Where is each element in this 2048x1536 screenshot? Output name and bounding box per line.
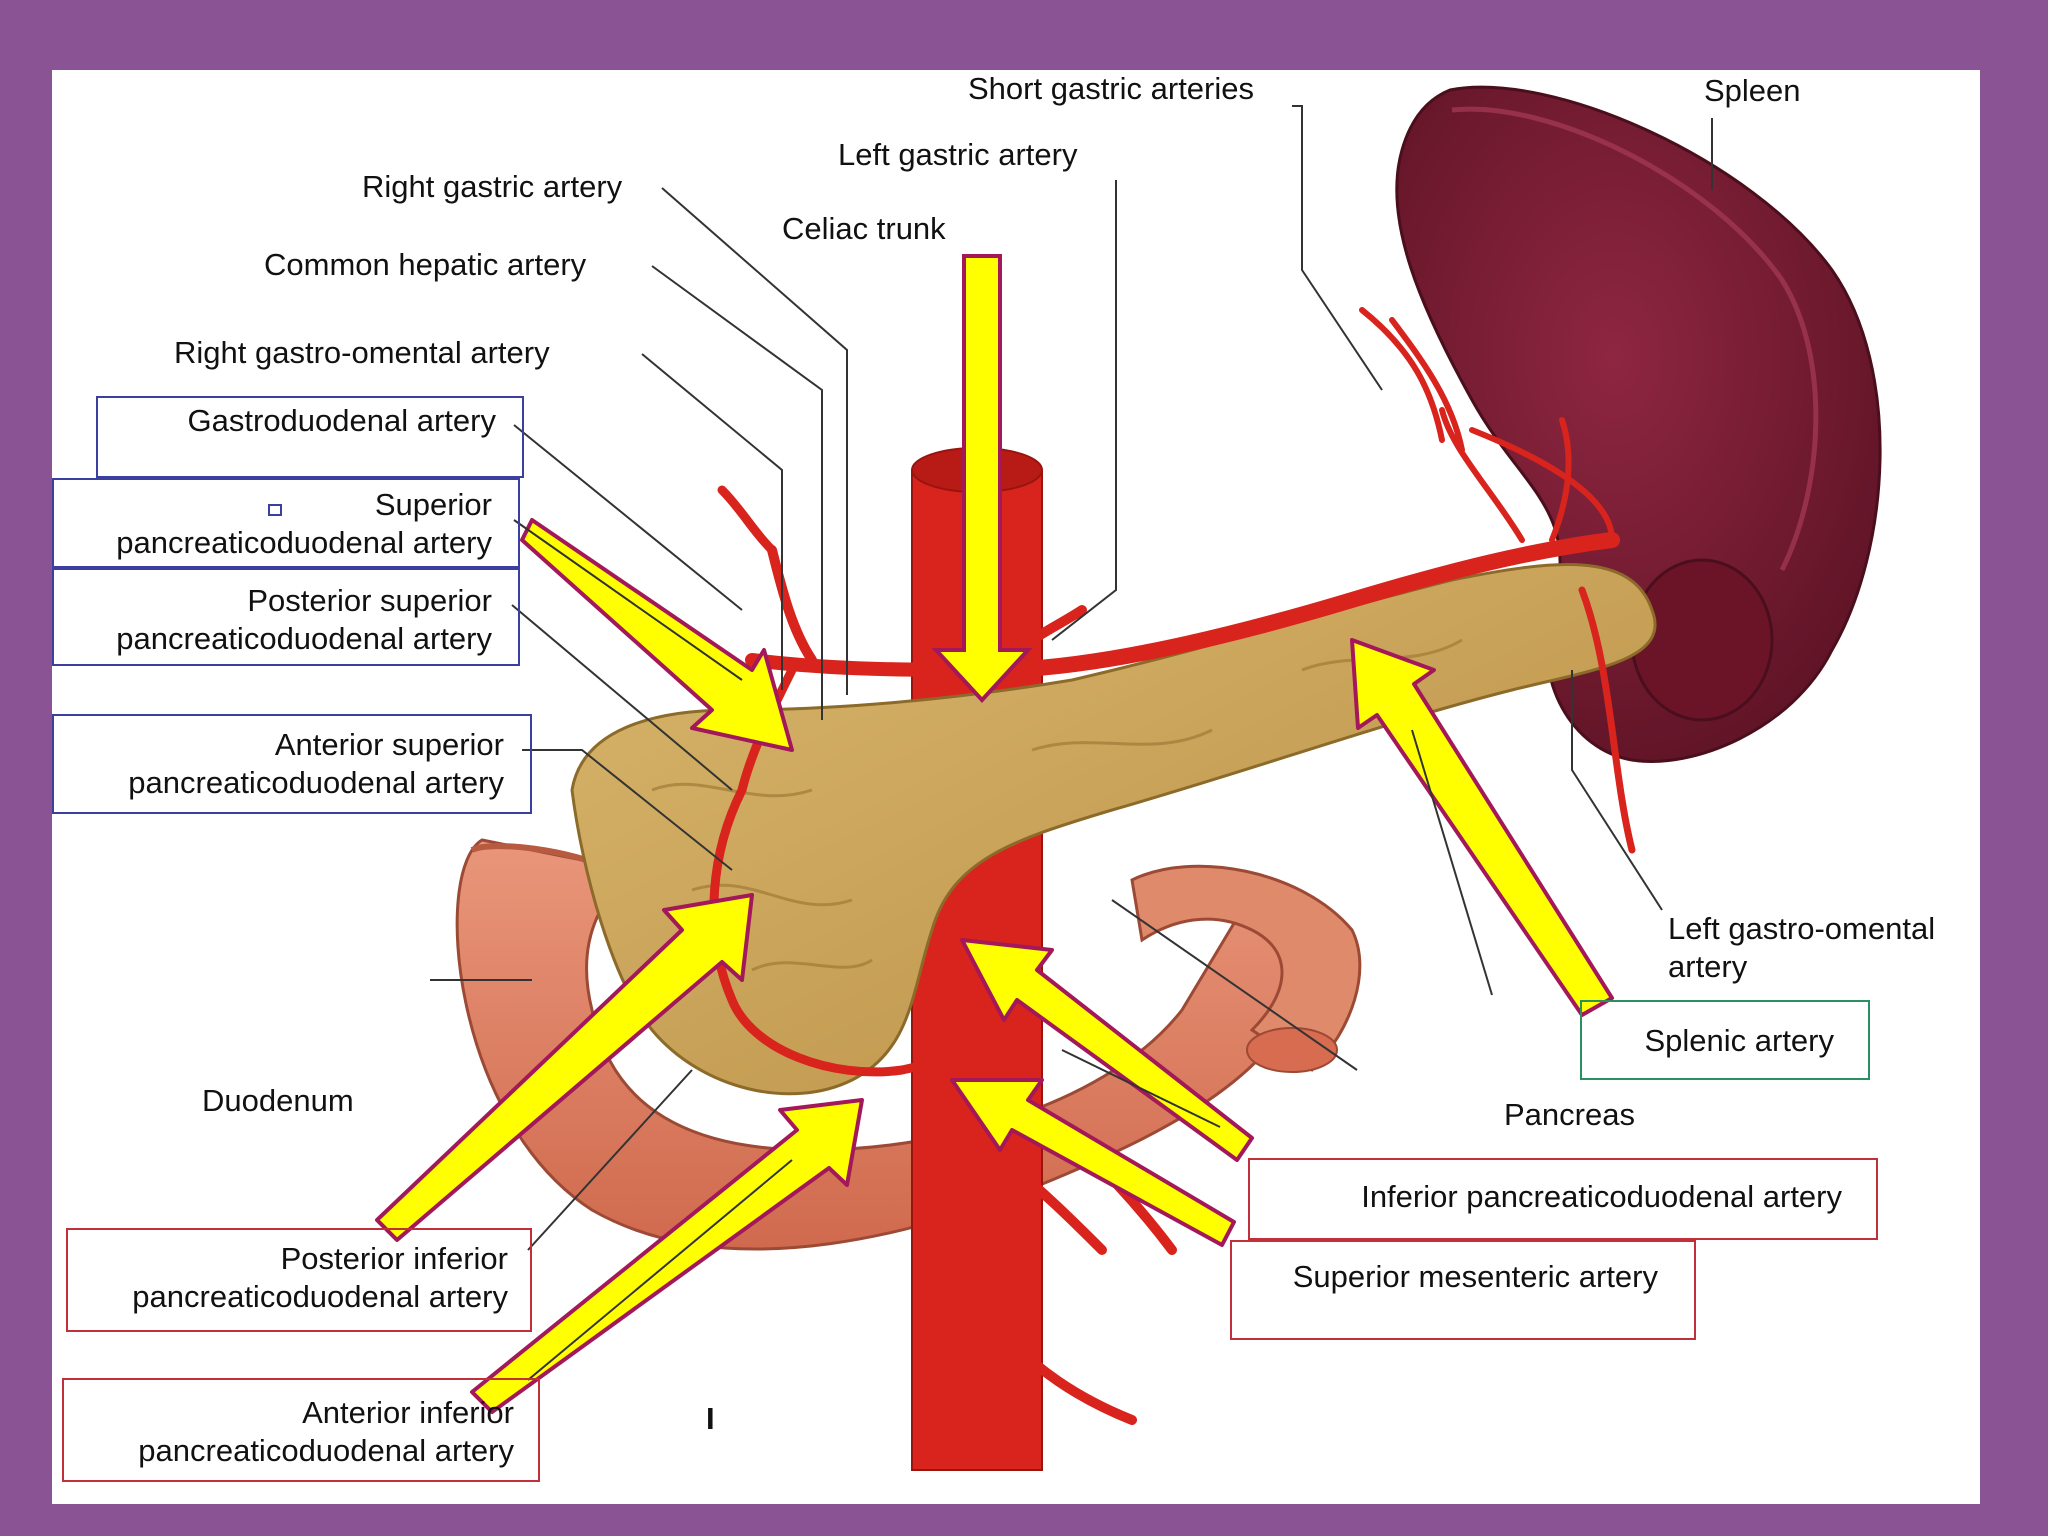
arrow-posterior-inferior bbox=[375, 893, 754, 1242]
label-superior-mesenteric: Superior mesenteric artery bbox=[1292, 1259, 1658, 1294]
arrow-inferior-pd bbox=[960, 938, 1254, 1162]
small-square-marker bbox=[268, 504, 282, 516]
label-posterior-superior-line2: pancreaticoduodenal artery bbox=[116, 621, 492, 656]
label-right-gastric: Right gastric artery bbox=[362, 169, 623, 204]
label-celiac-trunk: Celiac trunk bbox=[782, 211, 946, 246]
label-pancreas: Pancreas bbox=[1504, 1097, 1635, 1132]
arrow-splenic bbox=[1350, 638, 1614, 1017]
label-superior-pd-line1: Superior bbox=[374, 487, 492, 522]
box-splenic: Splenic artery bbox=[1580, 1000, 1870, 1080]
arrow-superior-pd bbox=[520, 518, 794, 752]
box-anterior-superior: Anterior superior pancreaticoduodenal ar… bbox=[52, 714, 532, 814]
label-left-gastro-omental-line2: artery bbox=[1668, 949, 1748, 984]
label-anterior-inferior-line2: pancreaticoduodenal artery bbox=[138, 1433, 514, 1468]
label-inferior-pd: Inferior pancreaticoduodenal artery bbox=[1361, 1179, 1842, 1214]
label-short-gastric: Short gastric arteries bbox=[968, 71, 1254, 106]
label-common-hepatic: Common hepatic artery bbox=[264, 247, 587, 282]
label-right-gastro-omental: Right gastro-omental artery bbox=[174, 335, 550, 370]
label-left-gastro-omental-line1: Left gastro-omental bbox=[1668, 911, 1936, 946]
box-inferior-pd: Inferior pancreaticoduodenal artery bbox=[1248, 1158, 1878, 1240]
label-posterior-inferior-line2: pancreaticoduodenal artery bbox=[132, 1279, 508, 1314]
box-superior-mesenteric: Superior mesenteric artery bbox=[1230, 1240, 1696, 1340]
label-anterior-inferior-line1: Anterior inferior bbox=[302, 1395, 514, 1430]
label-posterior-superior-line1: Posterior superior bbox=[247, 583, 492, 618]
leader-lines bbox=[430, 105, 1713, 1381]
anatomy-figure bbox=[375, 85, 1882, 1471]
label-splenic: Splenic artery bbox=[1644, 1023, 1834, 1058]
label-anterior-superior-line2: pancreaticoduodenal artery bbox=[128, 765, 504, 800]
box-posterior-superior: Posterior superior pancreaticoduodenal a… bbox=[52, 568, 520, 666]
label-posterior-inferior-line1: Posterior inferior bbox=[280, 1241, 508, 1276]
arrow-celiac bbox=[931, 254, 1033, 703]
label-spleen: Spleen bbox=[1704, 73, 1801, 108]
label-superior-pd-line2: pancreaticoduodenal artery bbox=[116, 525, 492, 560]
arrow-anterior-inferior bbox=[470, 1098, 864, 1414]
figure-mark: I bbox=[706, 1401, 715, 1436]
box-anterior-inferior: Anterior inferior pancreaticoduodenal ar… bbox=[62, 1378, 540, 1482]
diagram-canvas: Short gastric arteries Spleen Left gastr… bbox=[52, 70, 1980, 1504]
label-anterior-superior-line1: Anterior superior bbox=[274, 727, 504, 762]
box-superior-pd: Superior pancreaticoduodenal artery bbox=[52, 478, 520, 568]
label-left-gastric: Left gastric artery bbox=[838, 137, 1078, 172]
arrow-superior-mesenteric bbox=[950, 1078, 1236, 1247]
label-gastroduodenal: Gastroduodenal artery bbox=[187, 403, 496, 438]
box-posterior-inferior: Posterior inferior pancreaticoduodenal a… bbox=[66, 1228, 532, 1332]
label-duodenum: Duodenum bbox=[202, 1083, 354, 1118]
box-gastroduodenal: Gastroduodenal artery bbox=[96, 396, 524, 478]
